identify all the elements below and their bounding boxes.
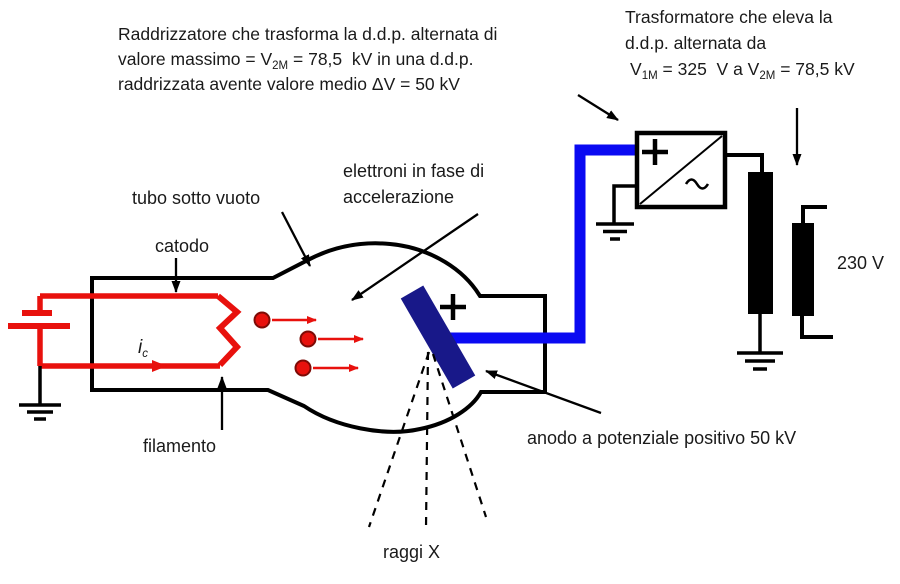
electron-dot xyxy=(294,359,312,377)
rectifier-output-wire xyxy=(725,153,764,174)
rectifier-plus-icon xyxy=(642,139,668,165)
vacuum-tube-arrow xyxy=(280,211,312,267)
transformer-secondary-winding xyxy=(748,172,773,314)
filament-label: filamento xyxy=(143,436,216,456)
electron-beam xyxy=(253,311,364,377)
vacuum-tube-label: tubo sotto vuoto xyxy=(132,188,260,208)
electrons-arrow xyxy=(351,213,479,301)
filament-circuit xyxy=(37,293,242,369)
mains-voltage-label: 230 V xyxy=(837,253,884,273)
cathode-current-label: ic xyxy=(138,337,148,360)
primary-top-lead xyxy=(801,205,827,224)
transformer-note-line3: V1M = 325 V a V2M = 78,5 kV xyxy=(630,59,855,82)
anode-plate xyxy=(400,285,476,389)
filament-icon xyxy=(215,293,242,368)
electrons-label-line1: elettroni in fase di xyxy=(343,161,484,181)
anode-plus-icon xyxy=(440,294,466,320)
xray-beams xyxy=(367,351,488,529)
electron-dot xyxy=(253,311,271,329)
xrays-label: raggi X xyxy=(383,542,440,562)
battery-ground-icon xyxy=(19,366,61,421)
cathode-label: catodo xyxy=(155,236,209,256)
vacuum-tube-outline xyxy=(90,241,547,434)
electrons-label-line2: accelerazione xyxy=(343,187,454,207)
primary-bottom-lead xyxy=(800,315,833,339)
electron-dot xyxy=(299,330,317,348)
hv-blue-wire xyxy=(441,144,637,344)
rectifier-note-arrow xyxy=(577,94,619,121)
current-direction-arrow xyxy=(152,360,167,372)
anode-label: anodo a potenziale positivo 50 kV xyxy=(527,428,796,448)
rectifier-note-line1: Raddrizzatore che trasforma la d.d.p. al… xyxy=(118,24,497,44)
rectifier-ground-icon xyxy=(596,184,637,241)
rectifier-diagonal xyxy=(639,135,723,205)
rectifier-ac-wave-icon xyxy=(684,178,710,190)
battery-icon xyxy=(8,310,70,329)
transformer-note-line2: d.d.p. alternata da xyxy=(625,33,766,53)
anode-arrow xyxy=(485,369,602,415)
annotation-arrows xyxy=(171,94,802,430)
transformer-primary-winding xyxy=(792,223,814,316)
transformer-note-line1: Trasformatore che eleva la xyxy=(625,7,833,27)
rectifier-note-line3: raddrizzata avente valore medio ΔV = 50 … xyxy=(118,74,460,94)
rectifier-note-line2: valore massimo = V2M = 78,5 kV in una d.… xyxy=(118,49,473,72)
transformer-ground-icon xyxy=(737,314,783,371)
